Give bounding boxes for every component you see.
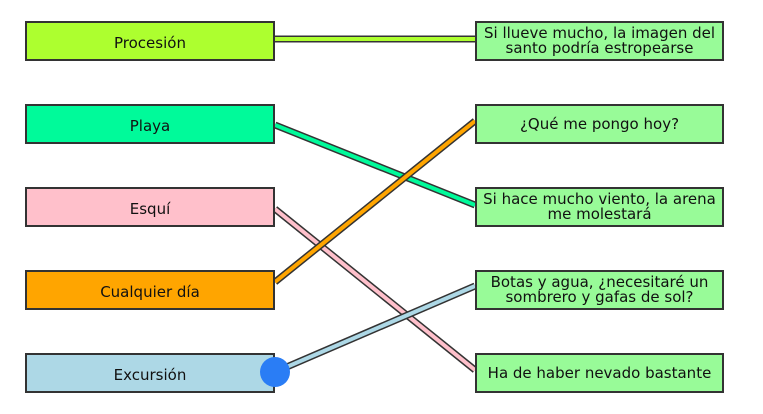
- right-item-que-me-pongo[interactable]: ¿Qué me pongo hoy?: [475, 104, 724, 144]
- right-item-label: Botas y agua, ¿necesitaré un sombrero y …: [490, 273, 709, 306]
- left-item-cualquier-dia[interactable]: Cualquier día: [25, 270, 275, 310]
- connection-line: [273, 119, 477, 284]
- connection-line: [273, 207, 477, 372]
- left-item-label: Playa: [129, 116, 171, 135]
- right-item-viento-arena[interactable]: Si hace mucho viento, la arena me molest…: [475, 187, 724, 227]
- left-item-label: Excursión: [113, 365, 187, 384]
- right-item-label: Si llueve mucho, la imagen del santo pod…: [483, 24, 716, 57]
- left-item-procesion[interactable]: Procesión: [25, 21, 275, 61]
- left-item-label: Cualquier día: [100, 282, 200, 301]
- left-item-label: Procesión: [114, 33, 186, 52]
- left-item-playa[interactable]: Playa: [25, 104, 275, 144]
- right-item-nevado[interactable]: Ha de haber nevado bastante: [475, 353, 724, 393]
- left-item-excursion[interactable]: Excursión: [25, 353, 275, 393]
- right-item-label: Si hace mucho viento, la arena me molest…: [483, 190, 716, 223]
- right-item-label: Ha de haber nevado bastante: [487, 363, 712, 382]
- connection-line: [274, 123, 476, 207]
- left-item-label: Esquí: [129, 199, 171, 218]
- right-item-label: ¿Qué me pongo hoy?: [519, 114, 680, 133]
- left-item-esqui[interactable]: Esquí: [25, 187, 275, 227]
- right-item-botas-agua[interactable]: Botas y agua, ¿necesitaré un sombrero y …: [475, 270, 724, 310]
- connection-line: [274, 284, 476, 374]
- drag-handle[interactable]: [260, 357, 290, 387]
- right-item-santo[interactable]: Si llueve mucho, la imagen del santo pod…: [475, 21, 724, 61]
